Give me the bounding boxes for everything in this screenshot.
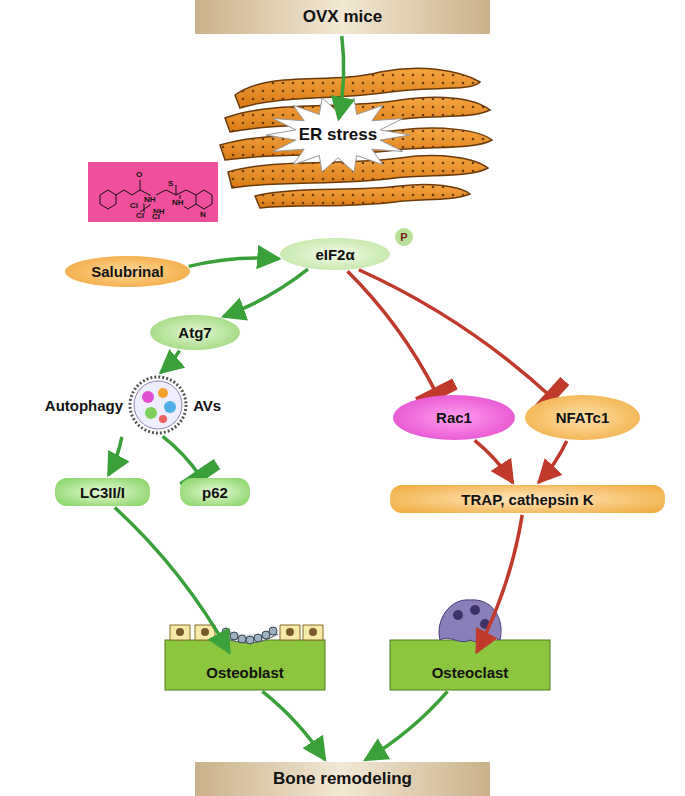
inhibition-connector [348,271,437,393]
marker-box: p62 [180,478,250,506]
arrow-connector [115,508,230,653]
node-text: NFATc1 [556,409,610,426]
node-text: Atg7 [178,324,211,341]
node-text: Bone remodeling [273,769,412,789]
marker-box: LC3II/I [55,478,150,506]
arrow-connector [365,691,447,760]
protein-ellipse: Rac1 [393,395,515,440]
atom-label: NH [144,196,156,204]
atom-label: Cl [152,213,160,221]
atom-label: Cl [136,212,144,220]
phospho-badge: P [395,228,413,246]
start-box: OVX mice [195,0,490,34]
salubrinal-structure [88,162,218,222]
atom-label: N [200,211,206,219]
inhibition-connector [359,270,551,397]
enzyme-box: TRAP, cathepsin K [390,485,665,513]
node-text: ER stress [299,125,377,145]
node-text: eIF2α [315,246,354,263]
arrow-connector [539,441,567,483]
arrow-connector [339,36,344,119]
node-text: LC3II/I [80,484,125,501]
arrow-connector [189,258,280,266]
protein-ellipse: eIF2α [280,238,390,270]
atom-label: O [136,171,142,179]
end-box: Bone remodeling [195,762,490,796]
node-text: AVs [193,397,221,414]
cell-box: Osteoblast [165,655,325,690]
protein-ellipse: Atg7 [150,315,240,350]
atom-label: Cl [130,202,138,210]
er-illustration [220,68,492,208]
node-text: p62 [202,484,228,501]
autophagosome-icon [123,375,193,435]
arrow-connector [477,515,522,652]
atom-label: NH [172,199,184,207]
node-text: Osteoclast [432,664,509,681]
arrow-connector [475,440,513,482]
arrow-connector [161,351,180,373]
atom-label: S [168,180,173,188]
osteoclast-cell [390,600,550,690]
autophagosome-drawing [123,375,193,435]
node-text: Salubrinal [91,263,164,280]
arrow-connector [108,437,121,475]
inhibition-connector [163,436,200,475]
drug-ellipse: Salubrinal [65,256,190,287]
node-text: OVX mice [303,7,382,27]
node-text: Autophagy [45,397,123,414]
stress-label-box: ER stress [290,122,386,148]
protein-ellipse: NFATc1 [525,395,640,440]
node-text: Rac1 [436,409,472,426]
arrow-connector [223,269,308,316]
osteoblast-cells [165,625,325,690]
arrow-connector [262,691,325,759]
stress-burst [266,98,410,172]
node-text: TRAP, cathepsin K [461,491,593,508]
node-text: Osteoblast [206,664,284,681]
cell-box: Osteoclast [390,655,550,690]
autophagy-node: Autophagy AVs [28,375,238,435]
